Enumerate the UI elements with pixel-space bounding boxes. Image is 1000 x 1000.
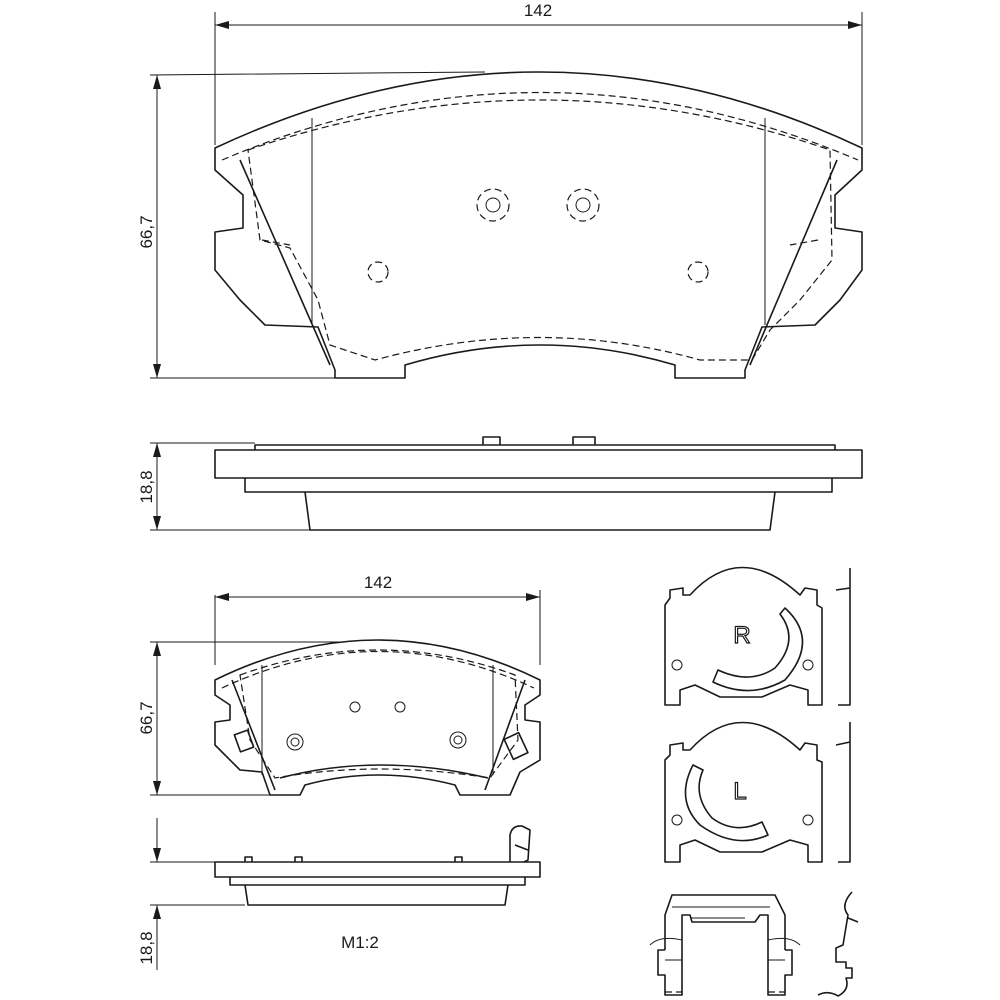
small-thickness-dimension-label: 18,8: [137, 931, 156, 964]
small-width-dimension-label: 142: [364, 573, 392, 592]
height-dimension-label: 66,7: [137, 215, 156, 248]
pad-side-view: 18,8: [137, 436, 863, 531]
shim-right-label: R: [733, 622, 750, 649]
small-height-dimension-label: 66,7: [137, 701, 156, 734]
scale-label: M1:2: [341, 933, 379, 952]
retaining-clip: [649, 891, 859, 997]
pad-small-view: 142 66,7: [137, 573, 541, 796]
pad-small-side-view: 18,8 M1:2: [137, 818, 541, 970]
shim-right: R: [664, 566, 851, 706]
pad-top-view: [214, 71, 863, 379]
dimension-height-top: 66,7: [137, 71, 486, 379]
width-dimension-label: 142: [524, 1, 552, 20]
shim-left: L: [664, 721, 851, 863]
shim-left-label: L: [733, 778, 746, 805]
thickness-dimension-label: 18,8: [137, 470, 156, 503]
dimension-width-top: 142: [214, 1, 863, 145]
